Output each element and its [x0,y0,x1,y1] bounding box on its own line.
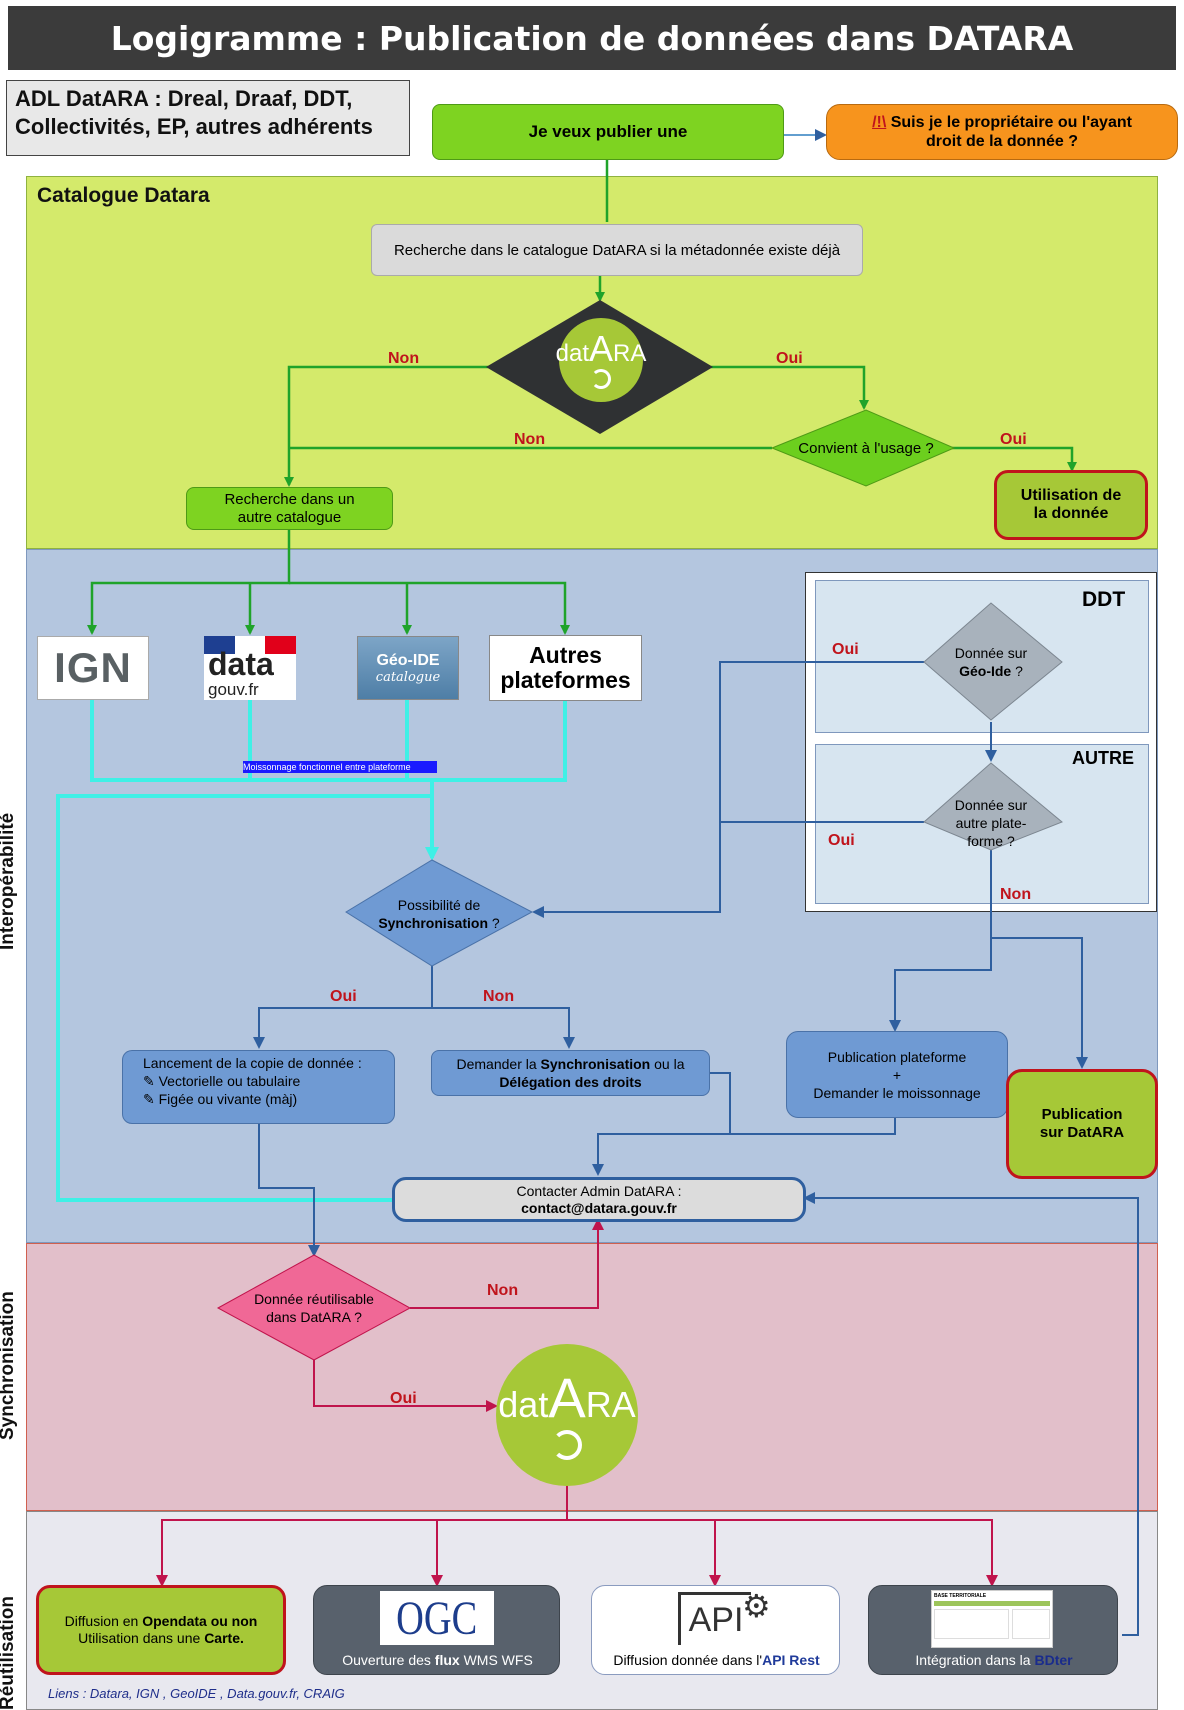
autre-catalogue-text: Recherche dans un autre catalogue [224,490,355,526]
datara-logo-small: datARA [556,318,646,402]
utilisation-text: Utilisation de la donnée [1020,487,1122,522]
label-oui-autre: Oui [828,832,855,849]
title-bar: Logigramme : Publication de données dans… [8,6,1176,70]
demander-box: Demander la Synchronisation ou la Déléga… [431,1050,710,1096]
label-non-sync: Non [483,988,515,1005]
datara-logo-large: datARA [496,1344,638,1486]
autres-plateformes-text: Autres plateformes [500,642,631,693]
copie-item2: ✎ Figée ou vivante (màj) [143,1091,298,1107]
ign-logo: IGN [37,636,149,700]
label-oui-ddt: Oui [832,641,859,658]
label-oui-sync: Oui [330,988,357,1005]
owner-text: Suis je le propriétaire ou l'ayant droit… [886,114,1132,150]
adl-line1: ADL DatARA : Dreal, Draaf, DDT, [15,86,353,111]
bdter-thumbnail: BASE TERRITORIALE [931,1590,1053,1648]
adl-box: ADL DatARA : Dreal, Draaf, DDT, Collecti… [6,80,410,156]
datagouv-logo: data gouv.fr [204,636,297,700]
label-oui-1: Oui [776,350,803,367]
api-box: API ⚙ Diffusion donnée dans l'API Rest [591,1585,840,1675]
geoide-question: Donnée sur Géo-Ide ? [954,645,1028,679]
label-oui-reutil: Oui [390,1390,417,1407]
search-datara-box: Recherche dans le catalogue DatARA si la… [371,224,863,276]
autre-title: AUTRE [1072,748,1134,768]
lane-label-reuse: Réutilisation [0,1595,18,1710]
ogc-logo: OGC [380,1591,494,1645]
datagouv-gouv-text: gouv.fr [208,680,259,699]
autres-plateformes-box: Autres plateformes [489,635,642,701]
datagouv-data-text: data [208,646,274,682]
label-non-1: Non [388,350,420,367]
start-box: Je veux publier une [432,104,784,160]
pub-plateforme-box: Publication plateforme + Demander le moi… [786,1031,1008,1118]
lane-label-catalogue: Catalogue Datara [37,184,210,207]
label-non-2: Non [514,431,546,448]
search-datara-text: Recherche dans le catalogue DatARA si la… [393,241,841,259]
contact-email[interactable]: contact@datara.gouv.fr [521,1199,677,1216]
geoide-sub-text: catalogue [375,669,441,685]
links-footer[interactable]: Liens : Datara, IGN , GeoIDE , Data.gouv… [48,1686,345,1701]
ign-logo-text: IGN [54,644,132,691]
geoide-top-text: Géo-IDE [376,651,440,669]
convient-text: Convient à l'usage ? [798,439,934,457]
utilisation-box: Utilisation de la donnée [994,470,1148,540]
contact-box: Contacter Admin DatARA : contact@datara.… [392,1177,806,1222]
label-oui-2: Oui [1000,431,1027,448]
owner-box: /!\ Suis je le propriétaire ou l'ayant d… [826,104,1178,160]
copie-item1: ✎ Vectorielle ou tabulaire [143,1073,301,1089]
owner-warn: /!\ [872,114,887,131]
contact-line1: Contacter Admin DatARA : [516,1182,682,1199]
label-non-autre: Non [1000,886,1032,903]
api-logo: API [678,1592,751,1645]
copie-box: Lancement de la copie de donnée : ✎ Vect… [122,1050,395,1124]
ogc-box: OGC Ouverture des flux WMS WFS [313,1585,560,1675]
gear-icon: ⚙ [742,1588,771,1624]
copie-title: Lancement de la copie de donnée : [143,1055,362,1071]
start-text: Je veux publier une [528,122,688,141]
lane-label-sync: Synchronisation [0,1291,18,1440]
pub-datara-box: Publication sur DatARA [1006,1069,1158,1179]
adl-line2: Collectivités, EP, autres adhérents [15,114,373,139]
opendata-box: Diffusion en Opendata ou non Utilisation… [36,1585,286,1675]
ddt-title: DDT [1082,588,1126,611]
label-non-reutil: Non [487,1282,519,1299]
reutilisable-question: Donnée réutilisable dans DatARA ? [254,1291,374,1325]
sync-question: Possibilité de Synchronisation ? [378,897,500,931]
autre-question: Donnée sur autre plate-forme ? [954,797,1028,849]
page-title: Logigramme : Publication de données dans… [110,18,1074,58]
autre-catalogue-box: Recherche dans un autre catalogue [186,487,393,530]
bdter-box: BASE TERRITORIALE Intégration dans la BD… [868,1585,1118,1675]
moissonnage-label: Moissonnage fonctionnel entre plateforme [243,761,437,773]
geoide-logo: Géo-IDE catalogue [357,636,459,700]
pub-datara-text: Publication sur DatARA [1039,1106,1125,1141]
lane-label-interop: Interopérabilité [0,812,18,950]
